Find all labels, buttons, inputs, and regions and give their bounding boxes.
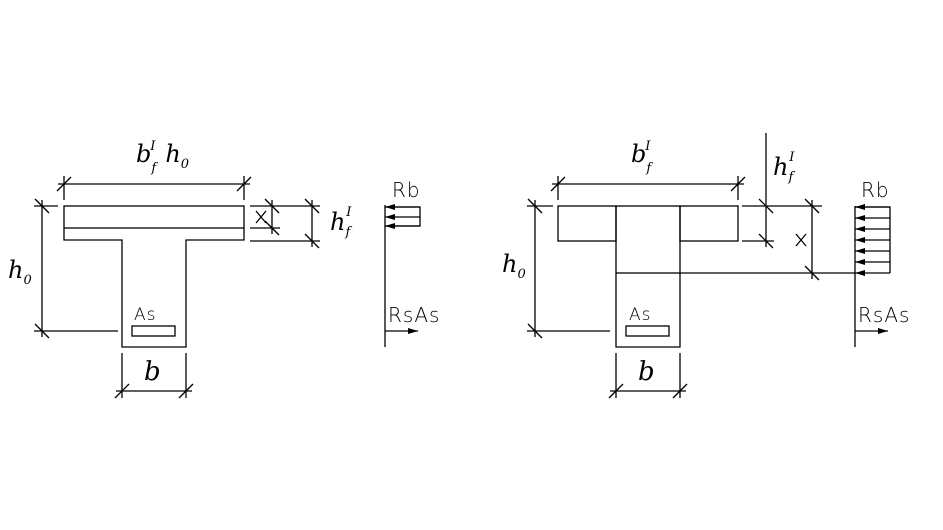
flange-height-label: hfI <box>773 150 795 185</box>
steel-label: As <box>134 305 157 325</box>
stress-diagram <box>384 204 421 347</box>
left-flange-overhang <box>557 205 617 242</box>
web-width-label: b <box>638 357 655 387</box>
t-section-outline <box>557 205 855 348</box>
flange-height-label: hfI <box>330 205 352 240</box>
concrete-resistance-label: Rb <box>392 178 421 202</box>
steel-reinforcement <box>625 325 670 337</box>
section-body <box>63 228 245 348</box>
left-dimension-line <box>527 198 610 339</box>
steel-label: As <box>629 305 652 325</box>
bottom-dimension-line <box>114 353 194 399</box>
concrete-resistance-label: Rb <box>861 178 890 202</box>
flange-dimension-lines <box>742 133 822 281</box>
right-diagram: As bfI h0 hfI b <box>502 133 910 399</box>
top-dimension-line <box>550 176 746 200</box>
steel-force-label: RsAs <box>858 303 910 327</box>
steel-force-label: RsAs <box>388 303 440 327</box>
effective-depth-label: h0 <box>502 250 526 282</box>
steel-reinforcement <box>131 325 176 337</box>
web-body <box>615 273 681 348</box>
t-section-outline <box>63 205 245 348</box>
left-dimension-line <box>34 198 118 339</box>
bottom-dimension-line <box>608 353 688 399</box>
compressed-web-zone <box>615 205 681 274</box>
effective-depth-label: h0 <box>8 256 32 288</box>
stress-diagram <box>854 204 891 347</box>
top-dimension-line <box>56 176 252 200</box>
right-flange-overhang <box>679 205 739 242</box>
right-compression-depth-label: x <box>0 0 2 1</box>
flange-dimension-lines <box>250 198 320 249</box>
web-width-label: b <box>144 357 161 387</box>
compressed-flange-zone <box>63 205 245 229</box>
flange-width-label: bfI <box>631 139 653 176</box>
